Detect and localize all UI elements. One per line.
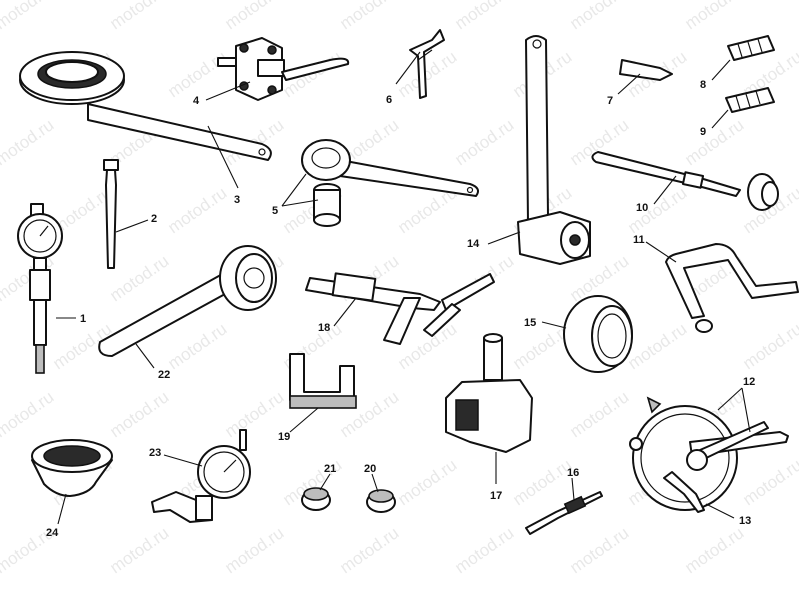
tool-5-pin-spanner — [301, 139, 479, 227]
callout-13: 13 — [739, 515, 751, 527]
tool-1-dial-gauge — [17, 203, 63, 374]
callout-4: 4 — [193, 95, 200, 107]
watermark-text: motod.ru — [681, 523, 747, 577]
watermark-text: motod.ru — [0, 0, 57, 33]
watermark-text: motod.ru — [566, 0, 632, 33]
watermark-text: motod.ru — [336, 523, 402, 577]
watermark-text: motod.ru — [624, 319, 690, 373]
callout-23: 23 — [149, 447, 161, 459]
tool-21-cap — [301, 487, 331, 511]
watermark-text: motod.ru — [221, 0, 287, 33]
watermark-text: motod.ru — [164, 319, 230, 373]
watermark-text: motod.ru — [451, 523, 517, 577]
callout-22: 22 — [158, 369, 170, 381]
callout-7: 7 — [607, 95, 613, 107]
tool-7-drift — [619, 59, 673, 81]
tool-22-ring-spanner — [98, 245, 277, 357]
watermark-text: motod.ru — [0, 115, 57, 169]
callout-5: 5 — [272, 205, 278, 217]
tool-17-puller — [445, 333, 533, 453]
tool-6-bent-wire — [409, 29, 445, 99]
leader-lines — [56, 51, 751, 525]
callout-3: 3 — [234, 194, 240, 206]
callout-6: 6 — [386, 94, 392, 106]
watermark-text: motod.ru — [0, 387, 57, 441]
watermark-text: motod.ru — [394, 455, 460, 509]
watermark-text: motod.ru — [394, 47, 460, 101]
callout-labels: 1 2 3 4 5 6 7 8 9 10 11 12 13 14 15 16 1… — [46, 79, 755, 539]
callout-10: 10 — [636, 202, 648, 214]
callout-11: 11 — [633, 234, 645, 246]
watermark-text: motod.ru — [566, 387, 632, 441]
callout-15: 15 — [524, 317, 536, 329]
watermark-text: motod.ru — [624, 183, 690, 237]
callout-21: 21 — [324, 463, 336, 475]
tool-15-ring — [563, 295, 633, 373]
watermark-text: motod.ru — [796, 0, 799, 33]
watermark-text: motod.ru — [164, 183, 230, 237]
tool-4-flange-puller — [217, 37, 350, 101]
watermark-text: motod.ru — [509, 455, 575, 509]
tool-24-cup-socket — [31, 439, 113, 497]
watermark-text: motod.ru — [681, 115, 747, 169]
callout-9: 9 — [700, 126, 706, 138]
watermark-text: motod.ru — [221, 523, 287, 577]
tool-23-dial-indicator — [151, 429, 251, 523]
tool-18-handle-bar — [305, 272, 495, 345]
tool-3-ring-spanner — [19, 51, 272, 161]
watermark-text: motod.ru — [106, 387, 172, 441]
watermark-text: motod.ru — [566, 523, 632, 577]
tool-20-cap — [366, 489, 396, 513]
callout-19: 19 — [278, 431, 290, 443]
callout-14: 14 — [467, 238, 480, 250]
watermark-text: motod.ru — [106, 523, 172, 577]
callout-8: 8 — [700, 79, 706, 91]
watermark-text: motod.ru — [106, 0, 172, 33]
tool-11-cranked-bar — [665, 243, 799, 333]
callout-2: 2 — [151, 213, 157, 225]
watermark-text: motod.ru — [451, 0, 517, 33]
tool-14-socket-wrench — [517, 35, 591, 265]
watermark-text: motod.ru — [336, 0, 402, 33]
callout-1: 1 — [80, 313, 86, 325]
callout-17: 17 — [490, 490, 502, 502]
tool-9-sleeve — [725, 87, 775, 113]
tool-8-sleeve — [727, 35, 775, 61]
watermark-text: motod.ru — [451, 115, 517, 169]
callout-12: 12 — [743, 376, 755, 388]
callout-18: 18 — [318, 322, 330, 334]
tool-19-bracket — [289, 353, 357, 409]
callout-16: 16 — [567, 467, 579, 479]
watermark-text: motod.ru — [739, 455, 799, 509]
tool-2-long-pin — [103, 159, 119, 269]
callout-24: 24 — [46, 527, 59, 539]
tool-10-slide-hammer — [591, 151, 779, 211]
watermark-text: motod.ru — [164, 47, 230, 101]
watermark-text: motod.ru — [739, 319, 799, 373]
tool-13-pointer — [629, 437, 705, 513]
tool-12-degree-wheel — [632, 396, 789, 511]
watermark-text: motod.ru — [106, 251, 172, 305]
callout-20: 20 — [364, 463, 376, 475]
watermark-text: motod.ru — [681, 0, 747, 33]
tool-16-probe — [525, 491, 603, 535]
